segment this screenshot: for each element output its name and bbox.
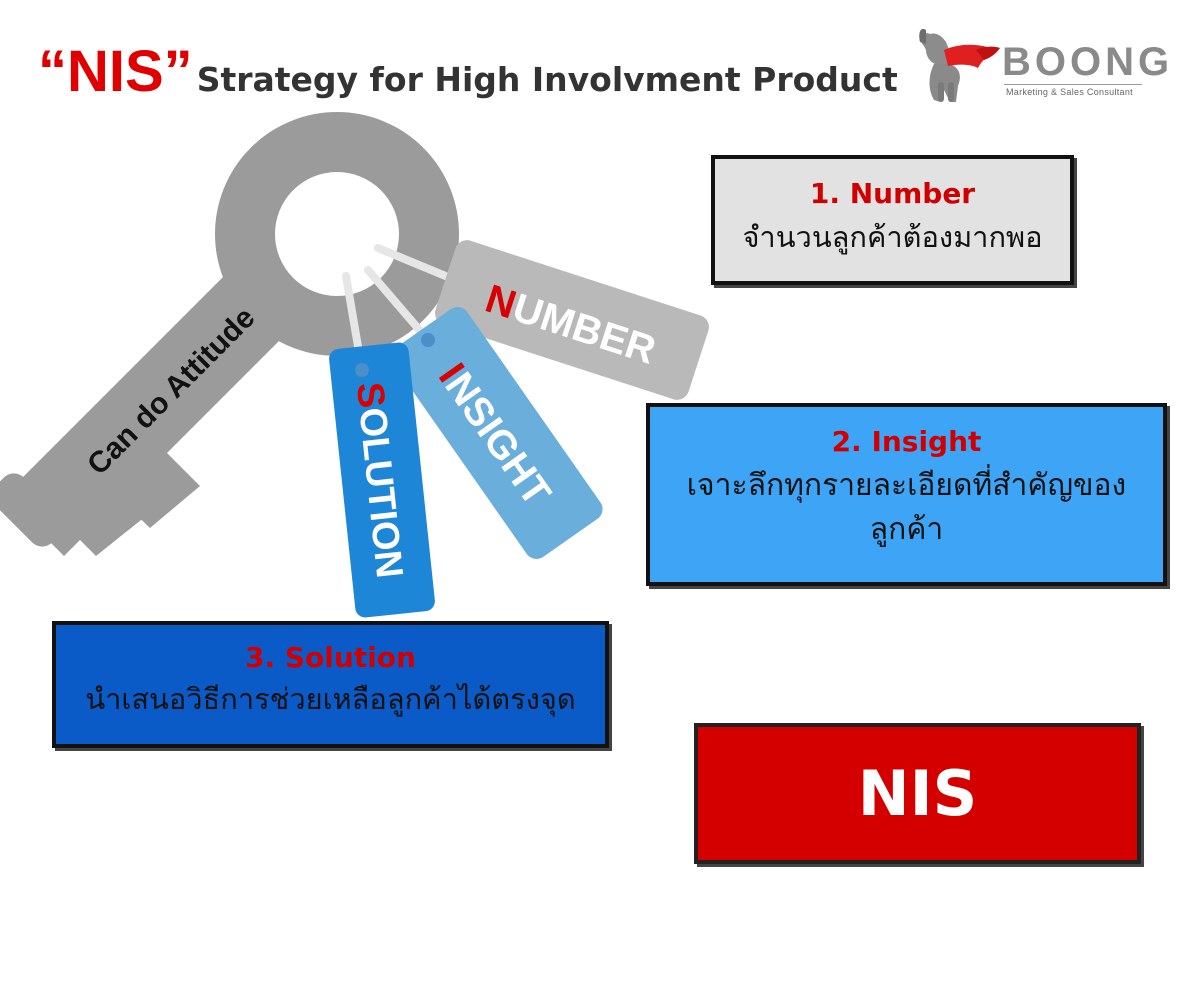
nis-strategy-text: NIS Strategy xyxy=(765,757,1070,971)
boong-logo xyxy=(919,28,1000,102)
dog-mascot-icon xyxy=(919,28,1000,102)
card-insight-body: เจาะลึกทุกรายละเอียดที่สำคัญของลูกค้า xyxy=(686,468,1127,547)
title-nis: “NIS” xyxy=(38,39,193,104)
card-solution-heading: 3. Solution xyxy=(245,641,416,674)
logo-name: BOONG xyxy=(1002,40,1174,84)
page-title: “NIS”Strategy for High Involvment Produc… xyxy=(38,38,898,105)
tag-solution: SOLUTION xyxy=(329,342,435,618)
card-number: 1. Number จำนวนลูกค้าต้องมากพอ xyxy=(711,155,1074,285)
key-label: Can do Attitude xyxy=(81,301,261,481)
svg-text:SOLUTION: SOLUTION xyxy=(348,380,410,580)
nis-strategy-badge: NIS Strategy xyxy=(694,723,1141,971)
title-subtitle: Strategy for High Involvment Product xyxy=(196,60,898,99)
card-solution: 3. Solution นำเสนอวิธีการช่วยเหลือลูกค้า… xyxy=(52,621,609,748)
card-insight-heading: 2. Insight xyxy=(831,425,982,458)
card-number-body: จำนวนลูกค้าต้องมากพอ xyxy=(742,220,1043,254)
key-ring-head xyxy=(215,112,459,356)
key-illustration: NUMBER INSIGHT SOLUTION Can do Attitude xyxy=(0,112,709,618)
card-number-heading: 1. Number xyxy=(809,177,976,210)
logo-tagline: Marketing & Sales Consultant xyxy=(1006,87,1133,97)
card-insight: 2. Insight เจาะลึกทุกรายละเอียดที่สำคัญข… xyxy=(646,403,1167,586)
key-shaft xyxy=(0,260,300,556)
tag-number: NUMBER xyxy=(435,240,709,400)
tag-solution-initial: S xyxy=(348,380,392,410)
card-solution-body: นำเสนอวิธีการช่วยเหลือลูกค้าได้ตรงจุด xyxy=(85,682,576,716)
logo-divider xyxy=(1004,84,1142,85)
